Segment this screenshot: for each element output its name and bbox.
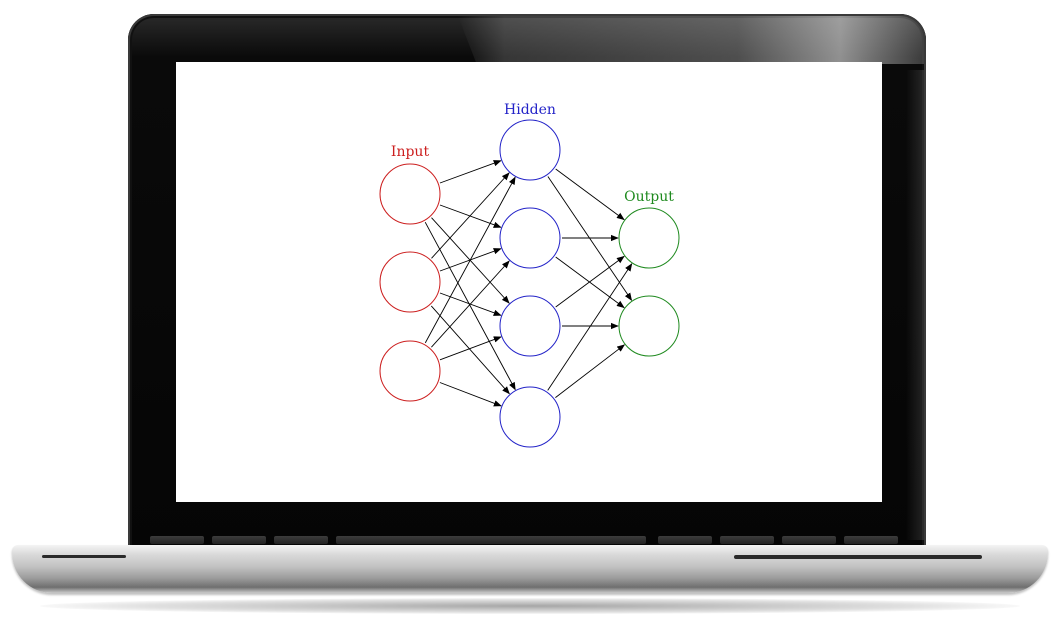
edge-input2-hidden1 <box>431 172 510 259</box>
vent-segment <box>844 536 898 544</box>
input-node-3 <box>379 340 441 402</box>
laptop-screen: Input Hidden Output <box>176 62 882 502</box>
connection-edges <box>424 160 633 407</box>
base-slot-left <box>42 555 126 558</box>
edge-input3-hidden3 <box>439 336 502 361</box>
laptop-base <box>12 545 1048 593</box>
hidden-node-4 <box>499 386 561 448</box>
output-node-2 <box>618 295 680 357</box>
edge-input1-hidden1 <box>439 160 502 184</box>
edge-hidden1-output1 <box>555 168 625 221</box>
vent-segment <box>658 536 712 544</box>
vent-segment <box>782 536 836 544</box>
vent-segment <box>274 536 328 544</box>
edge-input3-hidden4 <box>439 382 502 407</box>
vent-segment <box>336 536 646 544</box>
output-layer-label: Output <box>624 189 674 205</box>
hidden-node-3 <box>499 295 561 357</box>
hidden-node-1 <box>499 119 561 181</box>
lid-glare <box>458 16 924 64</box>
vent-segment <box>212 536 266 544</box>
vent-segment <box>150 536 204 544</box>
network-nodes <box>379 119 680 448</box>
lid-edge <box>906 70 924 540</box>
neural-network-diagram: Input Hidden Output <box>379 102 680 448</box>
edge-hidden4-output1 <box>547 263 633 391</box>
edge-hidden2-output2 <box>555 256 625 309</box>
edge-input3-hidden1 <box>424 176 516 344</box>
base-slot-right <box>734 555 982 559</box>
input-node-2 <box>379 251 441 313</box>
hinge-vents <box>150 536 902 546</box>
edge-input1-hidden2 <box>439 204 502 228</box>
edge-input1-hidden4 <box>424 221 516 391</box>
output-node-1 <box>618 207 680 269</box>
edge-hidden4-output2 <box>555 344 626 398</box>
input-layer-label: Input <box>391 144 430 160</box>
hidden-layer-label: Hidden <box>504 102 556 118</box>
input-node-1 <box>379 163 441 225</box>
hidden-node-2 <box>499 207 561 269</box>
edge-input3-hidden2 <box>431 260 510 348</box>
edge-hidden3-output1 <box>555 255 625 308</box>
edge-input2-hidden4 <box>430 305 510 395</box>
vent-segment <box>720 536 774 544</box>
laptop-shadow <box>40 598 1020 614</box>
